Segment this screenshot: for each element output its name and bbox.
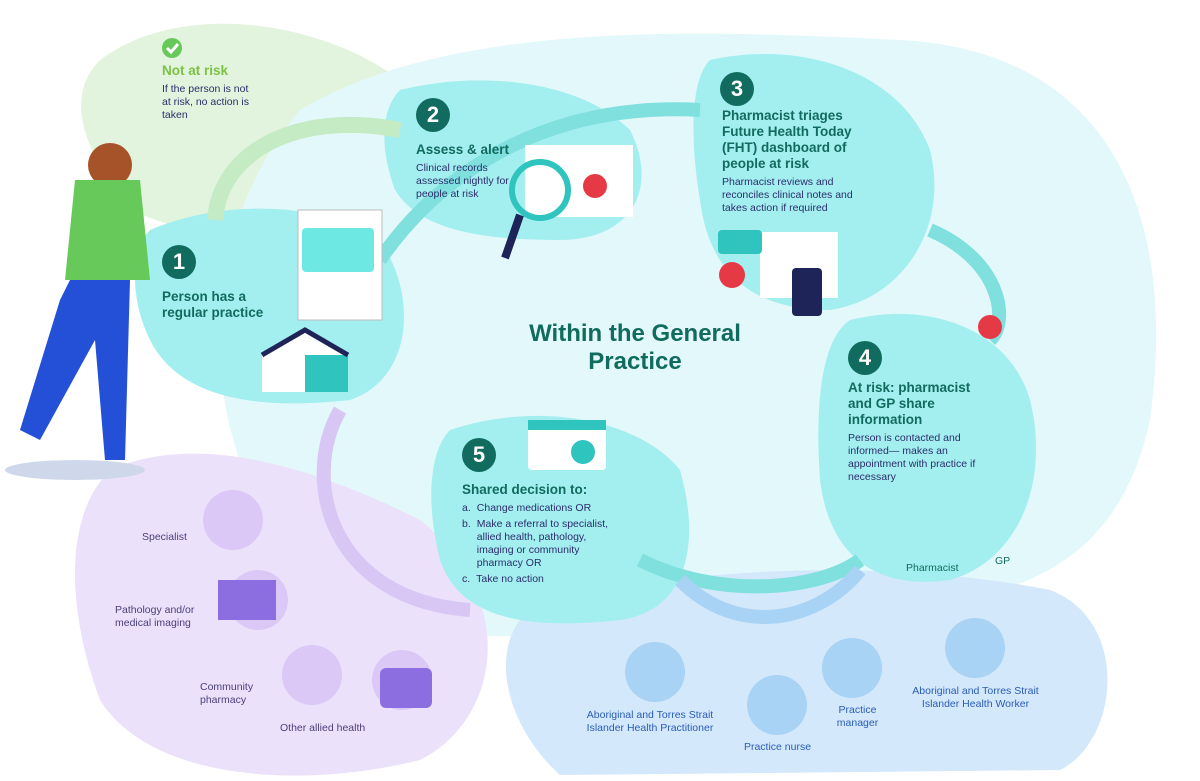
option-text: Change medications OR <box>476 502 592 514</box>
record-card-icon <box>297 209 383 321</box>
step-3-text: Pharmacist reviews and reconciles clinic… <box>722 176 853 214</box>
step-4-number: 4 <box>848 341 882 375</box>
step-2-text: Clinical records assessed nightly for pe… <box>416 162 509 200</box>
option-b: b. Make a referral to specialist, allied … <box>462 518 612 570</box>
alert-window-icon <box>501 145 633 260</box>
team-practice-manager: Practice manager <box>836 704 879 729</box>
person-shadow <box>5 460 145 480</box>
team-health-practitioner: Aboriginal and Torres Strait Islander He… <box>586 709 714 734</box>
pharmacy-avatar <box>282 645 342 705</box>
decision-options: a. Change medications OR b. Make a referra… <box>462 502 612 589</box>
option-marker: b. <box>462 518 471 530</box>
step-4-text: Person is contacted and informed— makes … <box>848 432 976 483</box>
person-illustration <box>20 143 150 460</box>
specialist-avatar <box>203 490 263 550</box>
option-marker: c. <box>462 573 471 585</box>
alert-icon <box>978 315 1002 339</box>
step-5-group: Shared decision to: a. Change medications… <box>462 482 612 589</box>
step-3-number: 3 <box>720 72 754 106</box>
option-text: Make a referral to specialist, allied he… <box>476 518 609 569</box>
team-avatars <box>625 618 1005 735</box>
check-icon <box>162 38 182 58</box>
option-a: a. Change medications OR <box>462 502 612 515</box>
step-4-group: At risk: pharmacist and GP share informa… <box>848 380 993 484</box>
step-2-number: 2 <box>416 98 450 132</box>
not-at-risk-text: If the person is not at risk, no action … <box>162 83 249 121</box>
path-green <box>207 116 402 221</box>
step-4-heading: At risk: pharmacist and GP share informa… <box>848 380 971 427</box>
house-icon <box>260 327 350 392</box>
external-community-pharmacy: Community pharmacy <box>200 681 254 706</box>
external-specialist: Specialist <box>142 531 187 543</box>
step-1-heading: Person has a regular practice <box>162 289 264 320</box>
option-text: Take no action <box>476 573 544 585</box>
step-3-group: Pharmacist triages Future Health Today (… <box>722 108 872 215</box>
step-5-number: 5 <box>462 438 496 472</box>
calendar-icon <box>528 420 606 470</box>
blob-4 <box>818 313 1037 582</box>
step-3-heading: Pharmacist triages Future Health Today (… <box>722 108 852 171</box>
path-blue <box>675 565 866 624</box>
external-allied-health: Other allied health <box>280 722 366 734</box>
external-pathology: Pathology and/or medical imaging <box>115 604 195 629</box>
dashboard-icon <box>718 230 838 316</box>
step-2-heading: Assess & alert <box>416 142 510 157</box>
not-at-risk-heading: Not at risk <box>162 63 229 78</box>
step-2-group: Assess & alert Clinical records assessed… <box>416 142 516 201</box>
blob-5 <box>431 415 690 624</box>
step-1-number: 1 <box>162 245 196 279</box>
option-c: c. Take no action <box>462 573 612 586</box>
blue-region <box>505 570 1108 775</box>
not-at-risk-group: Not at risk If the person is not at risk… <box>162 63 257 122</box>
path-purple <box>316 406 471 617</box>
option-marker: a. <box>462 502 471 514</box>
page-title: Within the General Practice <box>529 320 741 375</box>
team-health-worker: Aboriginal and Torres Strait Islander He… <box>912 685 1039 710</box>
monitor-avatar <box>218 570 288 630</box>
role-gp: GP <box>995 555 1011 567</box>
role-pharmacist: Pharmacist <box>906 562 959 574</box>
step-5-heading: Shared decision to: <box>462 482 588 497</box>
first-aid-avatar <box>372 650 432 710</box>
team-practice-nurse: Practice nurse <box>743 741 812 753</box>
